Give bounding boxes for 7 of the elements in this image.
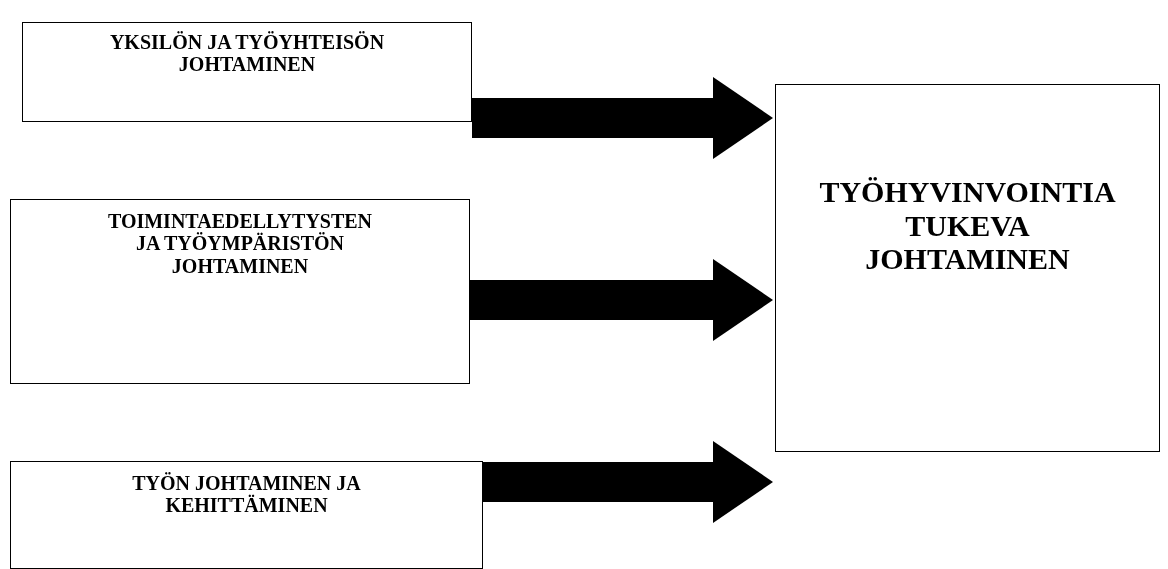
block-arrow (470, 259, 773, 341)
text-box: TYÖHYVINVOINTIA TUKEVA JOHTAMINEN (775, 84, 1160, 452)
block-arrow (483, 441, 773, 523)
text-box: TOIMINTAEDELLYTYSTEN JA TYÖYMPÄRISTÖN JOHTAMINEN (10, 199, 470, 384)
block-arrow (472, 77, 773, 159)
text-box: YKSILÖN JA TYÖYHTEISÖN JOHTAMINEN (22, 22, 472, 122)
text-box: TYÖN JOHTAMINEN JA KEHITTÄMINEN (10, 461, 483, 569)
